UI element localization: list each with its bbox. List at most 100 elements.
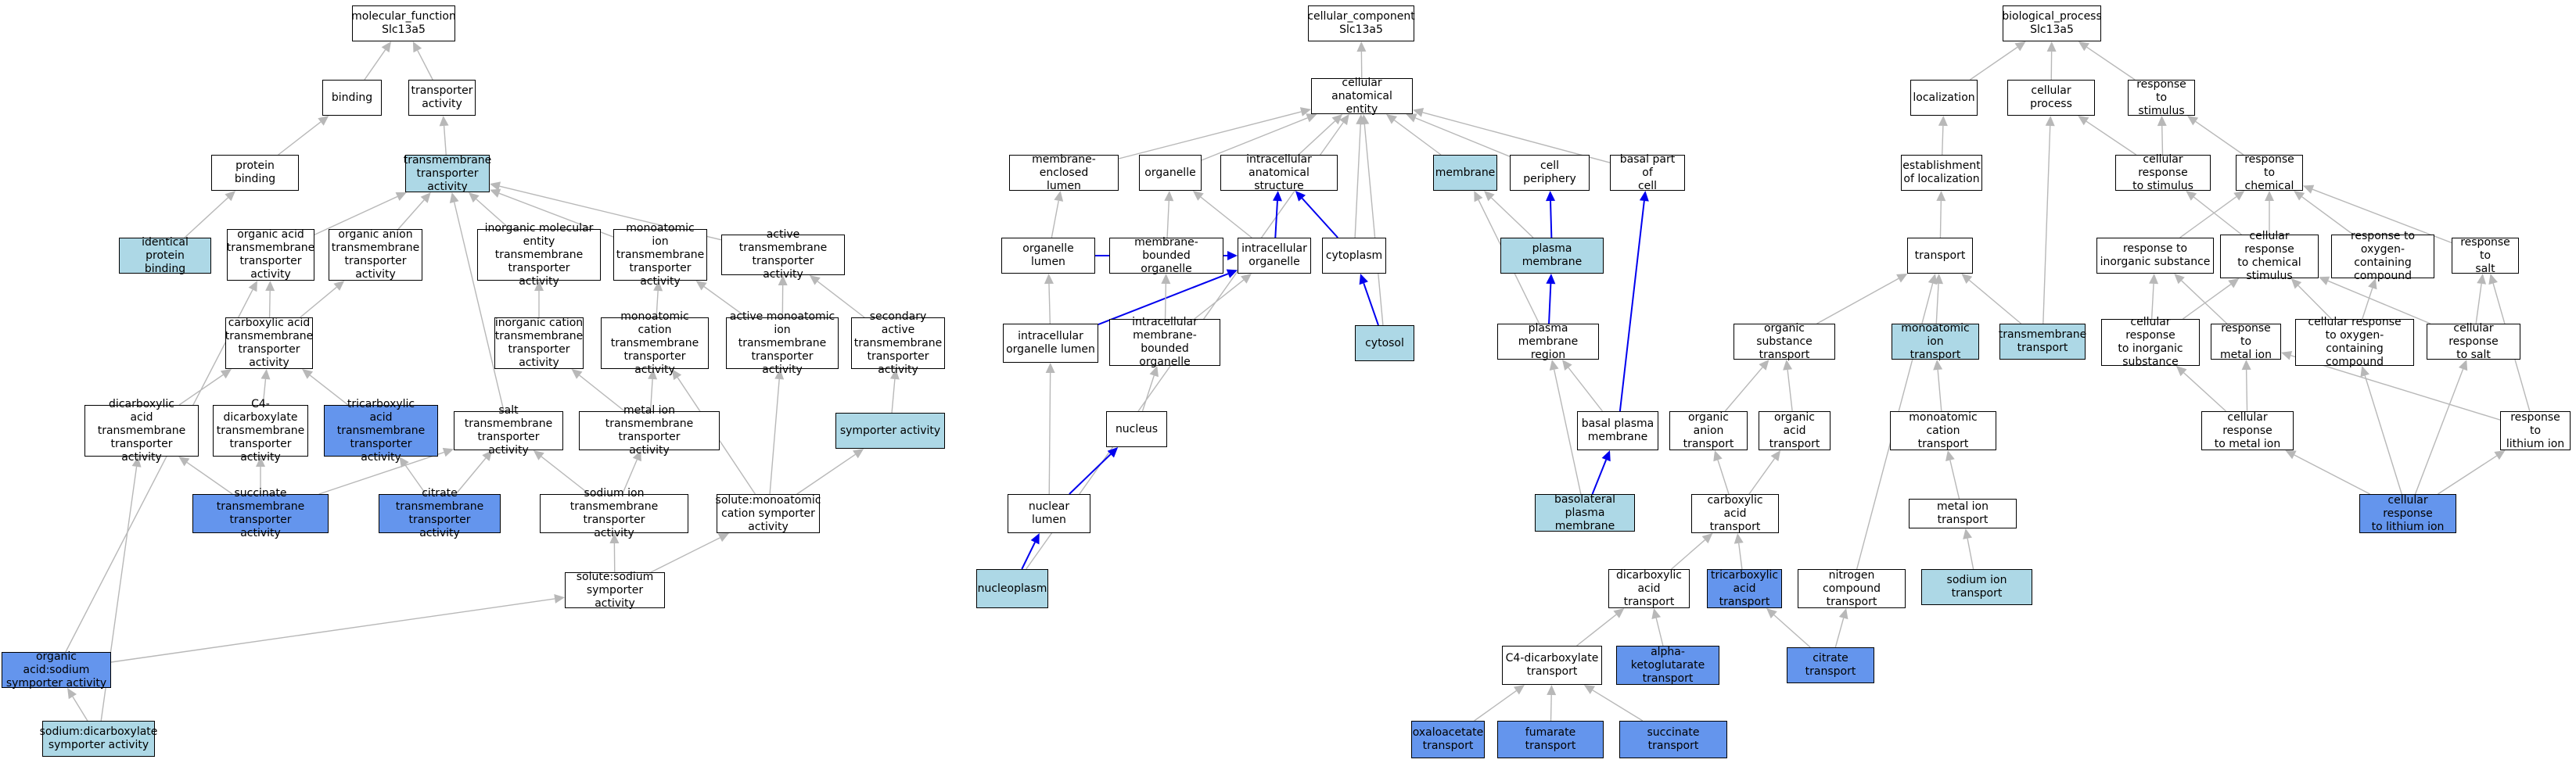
node-cytoplasm[interactable]: cytoplasm (1322, 238, 1386, 274)
node-tricarboxylic-acid-transport[interactable]: tricarboxylic acid transport (1707, 569, 1782, 608)
edge-intracellular_mb_organelle-to-intracellular_organelle (1194, 279, 1245, 320)
node-alpha-ketoglutarate-transport[interactable]: alpha-ketoglutarate transport (1616, 646, 1719, 685)
node-inorganic-cation-transmembrane-transporter[interactable]: inorganic cation transmembrane transport… (494, 317, 584, 369)
node-carboxylic-acid-transport[interactable]: carboxylic acid transport (1691, 494, 1779, 533)
node-succinate-transmembrane-transporter[interactable]: succinate transmembrane transporter acti… (192, 487, 329, 539)
edge-inorganic_molecular_tm-to-tm_transporter (476, 199, 511, 230)
node-cytosol[interactable]: cytosol (1355, 325, 1414, 361)
node-membrane[interactable]: membrane (1433, 155, 1497, 191)
node-citrate-transport[interactable]: citrate transport (1787, 647, 1874, 683)
node-membrane-bounded-organelle[interactable]: membrane-bounded organelle (1109, 236, 1223, 275)
node-plasma-membrane-region[interactable]: plasma membrane region (1497, 322, 1599, 361)
node-protein-binding[interactable]: protein binding (211, 155, 299, 191)
node-cellular-response-to-salt[interactable]: cellular response to salt (2427, 322, 2520, 361)
node-cellular-response-to-stimulus[interactable]: cellular response to stimulus (2115, 153, 2211, 192)
node-intracellular-organelle[interactable]: intracellular organelle (1238, 238, 1311, 274)
node-secondary-active-transmembrane-transporter[interactable]: secondary active transmembrane transport… (851, 310, 945, 376)
node-carboxylic-acid-transmembrane-transporter[interactable]: carboxylic acid transmembrane transporte… (225, 317, 314, 369)
node-c4-dicarboxylate-transmembrane-transporter[interactable]: C4-dicarboxylate transmembrane transport… (213, 398, 308, 464)
arrowhead-nucleoplasm-to-cellular_anatomical_entity (1339, 114, 1349, 126)
node-response-to-chemical[interactable]: response to chemical (2236, 153, 2303, 192)
node-organic-acid-sodium-symporter[interactable]: organic acid:sodium symporter activity (2, 650, 111, 690)
node-nitrogen-compound-transport[interactable]: nitrogen compound transport (1798, 569, 1906, 608)
node-intracellular-organelle-lumen[interactable]: intracellular organelle lumen (1003, 324, 1098, 363)
node-fumarate-transport[interactable]: fumarate transport (1497, 721, 1604, 758)
node-citrate-transmembrane-transporter[interactable]: citrate transmembrane transporter activi… (379, 487, 501, 539)
node-oxaloacetate-transport[interactable]: oxaloacetate transport (1411, 721, 1485, 758)
node-organic-anion-transport[interactable]: organic anion transport (1669, 411, 1748, 450)
arrowhead-membrane_bounded_organelle-to-organelle (1164, 191, 1174, 202)
node-salt-transmembrane-transporter[interactable]: salt transmembrane transporter activity (454, 404, 563, 457)
arrowhead-sodium_ion_tm-to-metal_ion_tm (632, 450, 641, 462)
node-response-to-oxygen-containing-compound[interactable]: response to oxygen-containing compound (2331, 230, 2434, 282)
node-molecular-function-root[interactable]: molecular_function Slc13a5 (351, 5, 456, 41)
node-solute-sodium-symporter[interactable]: solute:sodium symporter activity (565, 571, 665, 610)
arrowhead-solute_monoatomic_symporter-to-monoatomic_cation_tm (671, 369, 682, 381)
arrowhead-cellular_response_to_stimulus-to-response_to_stimulus (2157, 116, 2167, 127)
node-basolateral-plasma-membrane[interactable]: basolateral plasma membrane (1535, 493, 1635, 532)
node-active-monoatomic-ion-transmembrane-transporter[interactable]: active monoatomic ion transmembrane tran… (726, 310, 839, 376)
node-organelle-lumen[interactable]: organelle lumen (1001, 238, 1095, 274)
node-monoatomic-ion-transport[interactable]: monoatomic ion transport (1892, 322, 1979, 361)
node-solute-monoatomic-cation-symporter[interactable]: solute:monoatomic cation symporter activ… (715, 493, 821, 533)
node-organelle[interactable]: organelle (1139, 155, 1202, 191)
node-cellular-response-to-metal-ion[interactable]: cellular response to metal ion (2201, 411, 2294, 450)
node-monoatomic-cation-transport[interactable]: monoatomic cation transport (1890, 411, 1996, 450)
node-response-to-metal-ion[interactable]: response to metal ion (2211, 322, 2281, 361)
node-symporter-activity[interactable]: symporter activity (835, 413, 945, 449)
edge-organic_acid_transport-to-organic_substance_transport (1787, 369, 1793, 412)
node-dicarboxylic-acid-transmembrane-transporter[interactable]: dicarboxylic acid transmembrane transpor… (84, 398, 199, 464)
node-monoatomic-cation-transmembrane-transporter[interactable]: monoatomic cation transmembrane transpor… (601, 310, 709, 376)
node-organic-anion-transmembrane-transporter[interactable]: organic anion transmembrane transporter … (329, 228, 422, 281)
node-transport[interactable]: transport (1907, 238, 1973, 274)
node-active-transmembrane-transporter[interactable]: active transmembrane transporter activit… (721, 228, 845, 281)
edge-sodium_dicarboxylate_symporter-to-organic_acid_sodium_symporter (72, 696, 88, 722)
node-plasma-membrane[interactable]: plasma membrane (1500, 238, 1604, 274)
node-c4-dicarboxylate-transport[interactable]: C4-dicarboxylate transport (1502, 646, 1602, 685)
node-establishment-of-localization[interactable]: establishment of localization (1901, 155, 1982, 191)
node-tricarboxylic-acid-transmembrane-transporter[interactable]: tricarboxylic acid transmembrane transpo… (324, 398, 438, 464)
arrowhead-membrane_enclosed_lumen-to-cellular_anatomical_entity (1299, 107, 1311, 116)
node-response-to-inorganic-substance[interactable]: response to inorganic substance (2096, 238, 2214, 274)
node-nucleus[interactable]: nucleus (1106, 411, 1167, 447)
node-cellular-response-to-inorganic-substance[interactable]: cellular response to inorganic substance (2101, 316, 2200, 368)
node-binding[interactable]: binding (322, 80, 382, 116)
node-membrane-enclosed-lumen[interactable]: membrane-enclosed lumen (1009, 153, 1119, 192)
node-metal-ion-transmembrane-transporter[interactable]: metal ion transmembrane transporter acti… (579, 404, 720, 457)
node-organic-acid-transport[interactable]: organic acid transport (1759, 411, 1831, 450)
node-response-to-stimulus[interactable]: response to stimulus (2128, 78, 2195, 117)
node-cellular-response-to-oxygen-containing-compound[interactable]: cellular response to oxygen-containing c… (2295, 316, 2414, 368)
node-identical-protein-binding[interactable]: identical protein binding (119, 236, 211, 275)
node-nucleoplasm[interactable]: nucleoplasm (976, 569, 1048, 608)
node-dicarboxylic-acid-transport[interactable]: dicarboxylic acid transport (1608, 569, 1690, 608)
node-organic-substance-transport[interactable]: organic substance transport (1734, 322, 1835, 361)
node-sodium-ion-transmembrane-transporter[interactable]: sodium ion transmembrane transporter act… (540, 487, 688, 539)
node-response-to-salt[interactable]: response to salt (2452, 236, 2519, 275)
node-organic-acid-transmembrane-transporter[interactable]: organic acid transmembrane transporter a… (226, 228, 315, 281)
node-transporter-activity[interactable]: transporter activity (408, 80, 476, 116)
node-basal-plasma-membrane[interactable]: basal plasma membrane (1577, 411, 1658, 450)
node-inorganic-molecular-transmembrane-transporter[interactable]: inorganic molecular entity transmembrane… (477, 222, 601, 288)
node-cellular-response-to-lithium-ion[interactable]: cellular response to lithium ion (2359, 494, 2456, 533)
node-cellular-response-to-chemical-stimulus[interactable]: cellular response to chemical stimulus (2220, 230, 2319, 282)
node-cellular-process[interactable]: cellular process (2007, 80, 2095, 116)
node-transmembrane-transporter-activity[interactable]: transmembrane transporter activity (403, 153, 492, 193)
node-sodium-ion-transport[interactable]: sodium ion transport (1921, 569, 2032, 605)
node-response-to-lithium-ion[interactable]: response to lithium ion (2500, 411, 2571, 450)
node-metal-ion-transport[interactable]: metal ion transport (1909, 499, 2017, 528)
node-cellular-component-root[interactable]: cellular_component Slc13a5 (1307, 5, 1415, 41)
node-sodium-dicarboxylate-symporter[interactable]: sodium:dicarboxylate symporter activity (40, 721, 157, 757)
node-succinate-transport[interactable]: succinate transport (1619, 721, 1727, 758)
node-monoatomic-ion-transmembrane-transporter[interactable]: monoatomic ion transmembrane transporter… (613, 222, 707, 288)
node-basal-part-of-cell[interactable]: basal part of cell (1610, 153, 1685, 192)
arrowhead-organic_anion_transport-to-organic_substance_transport (1759, 360, 1769, 371)
node-nuclear-lumen[interactable]: nuclear lumen (1008, 494, 1090, 533)
node-transmembrane-transport[interactable]: transmembrane transport (1999, 324, 2086, 360)
node-cellular-anatomical-entity[interactable]: cellular anatomical entity (1311, 77, 1413, 116)
node-biological-process-root[interactable]: biological_process Slc13a5 (2002, 5, 2102, 41)
node-cell-periphery[interactable]: cell periphery (1510, 155, 1590, 191)
node-intracellular-membrane-bounded-organelle[interactable]: intracellular membrane-bounded organelle (1109, 316, 1220, 368)
node-localization[interactable]: localization (1910, 80, 1978, 116)
node-intracellular-anatomical-structure[interactable]: intracellular anatomical structure (1220, 153, 1338, 192)
